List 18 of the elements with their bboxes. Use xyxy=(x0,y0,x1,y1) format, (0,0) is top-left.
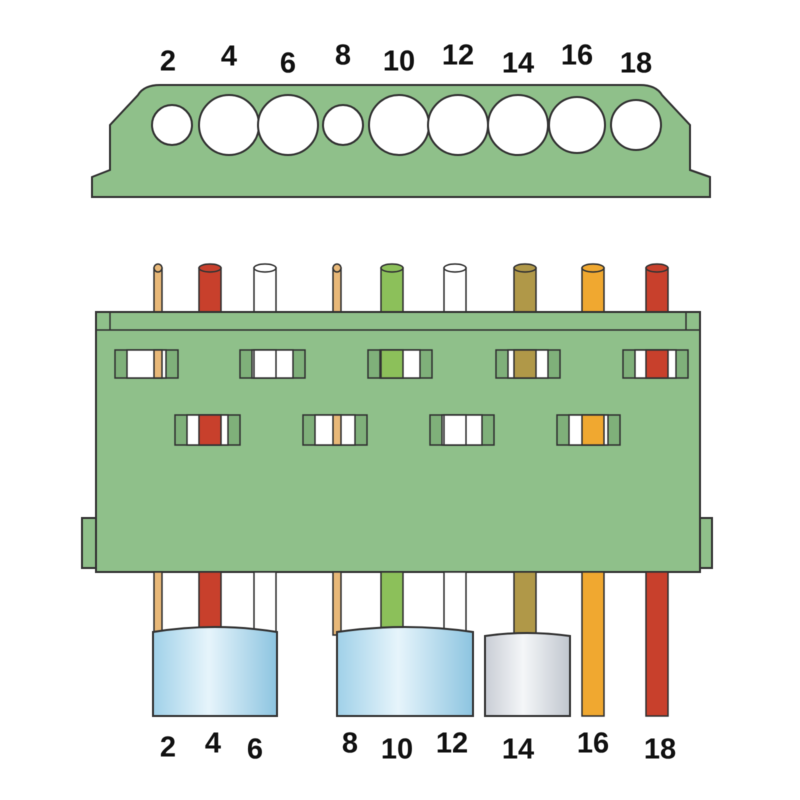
pin-number: 14 xyxy=(502,48,534,80)
pin-number: 10 xyxy=(380,734,414,766)
pin-number: 12 xyxy=(436,728,468,760)
pin-number: 14 xyxy=(502,734,534,766)
pin-number: 8 xyxy=(342,728,358,760)
pin-number: 18 xyxy=(644,734,676,766)
pin-number: 6 xyxy=(246,734,264,766)
pin-number: 12 xyxy=(442,40,474,72)
pin-number: 2 xyxy=(160,46,176,78)
pin-number: 10 xyxy=(382,46,416,78)
pin-number: 4 xyxy=(204,728,222,760)
pin-number: 4 xyxy=(220,40,238,74)
pin-number: 16 xyxy=(560,40,594,72)
pin-number: 18 xyxy=(620,48,652,80)
pin-number: 2 xyxy=(160,732,176,764)
pin-number: 16 xyxy=(576,728,610,760)
pin-number: 8 xyxy=(334,40,352,72)
pin-number: 6 xyxy=(280,48,296,80)
